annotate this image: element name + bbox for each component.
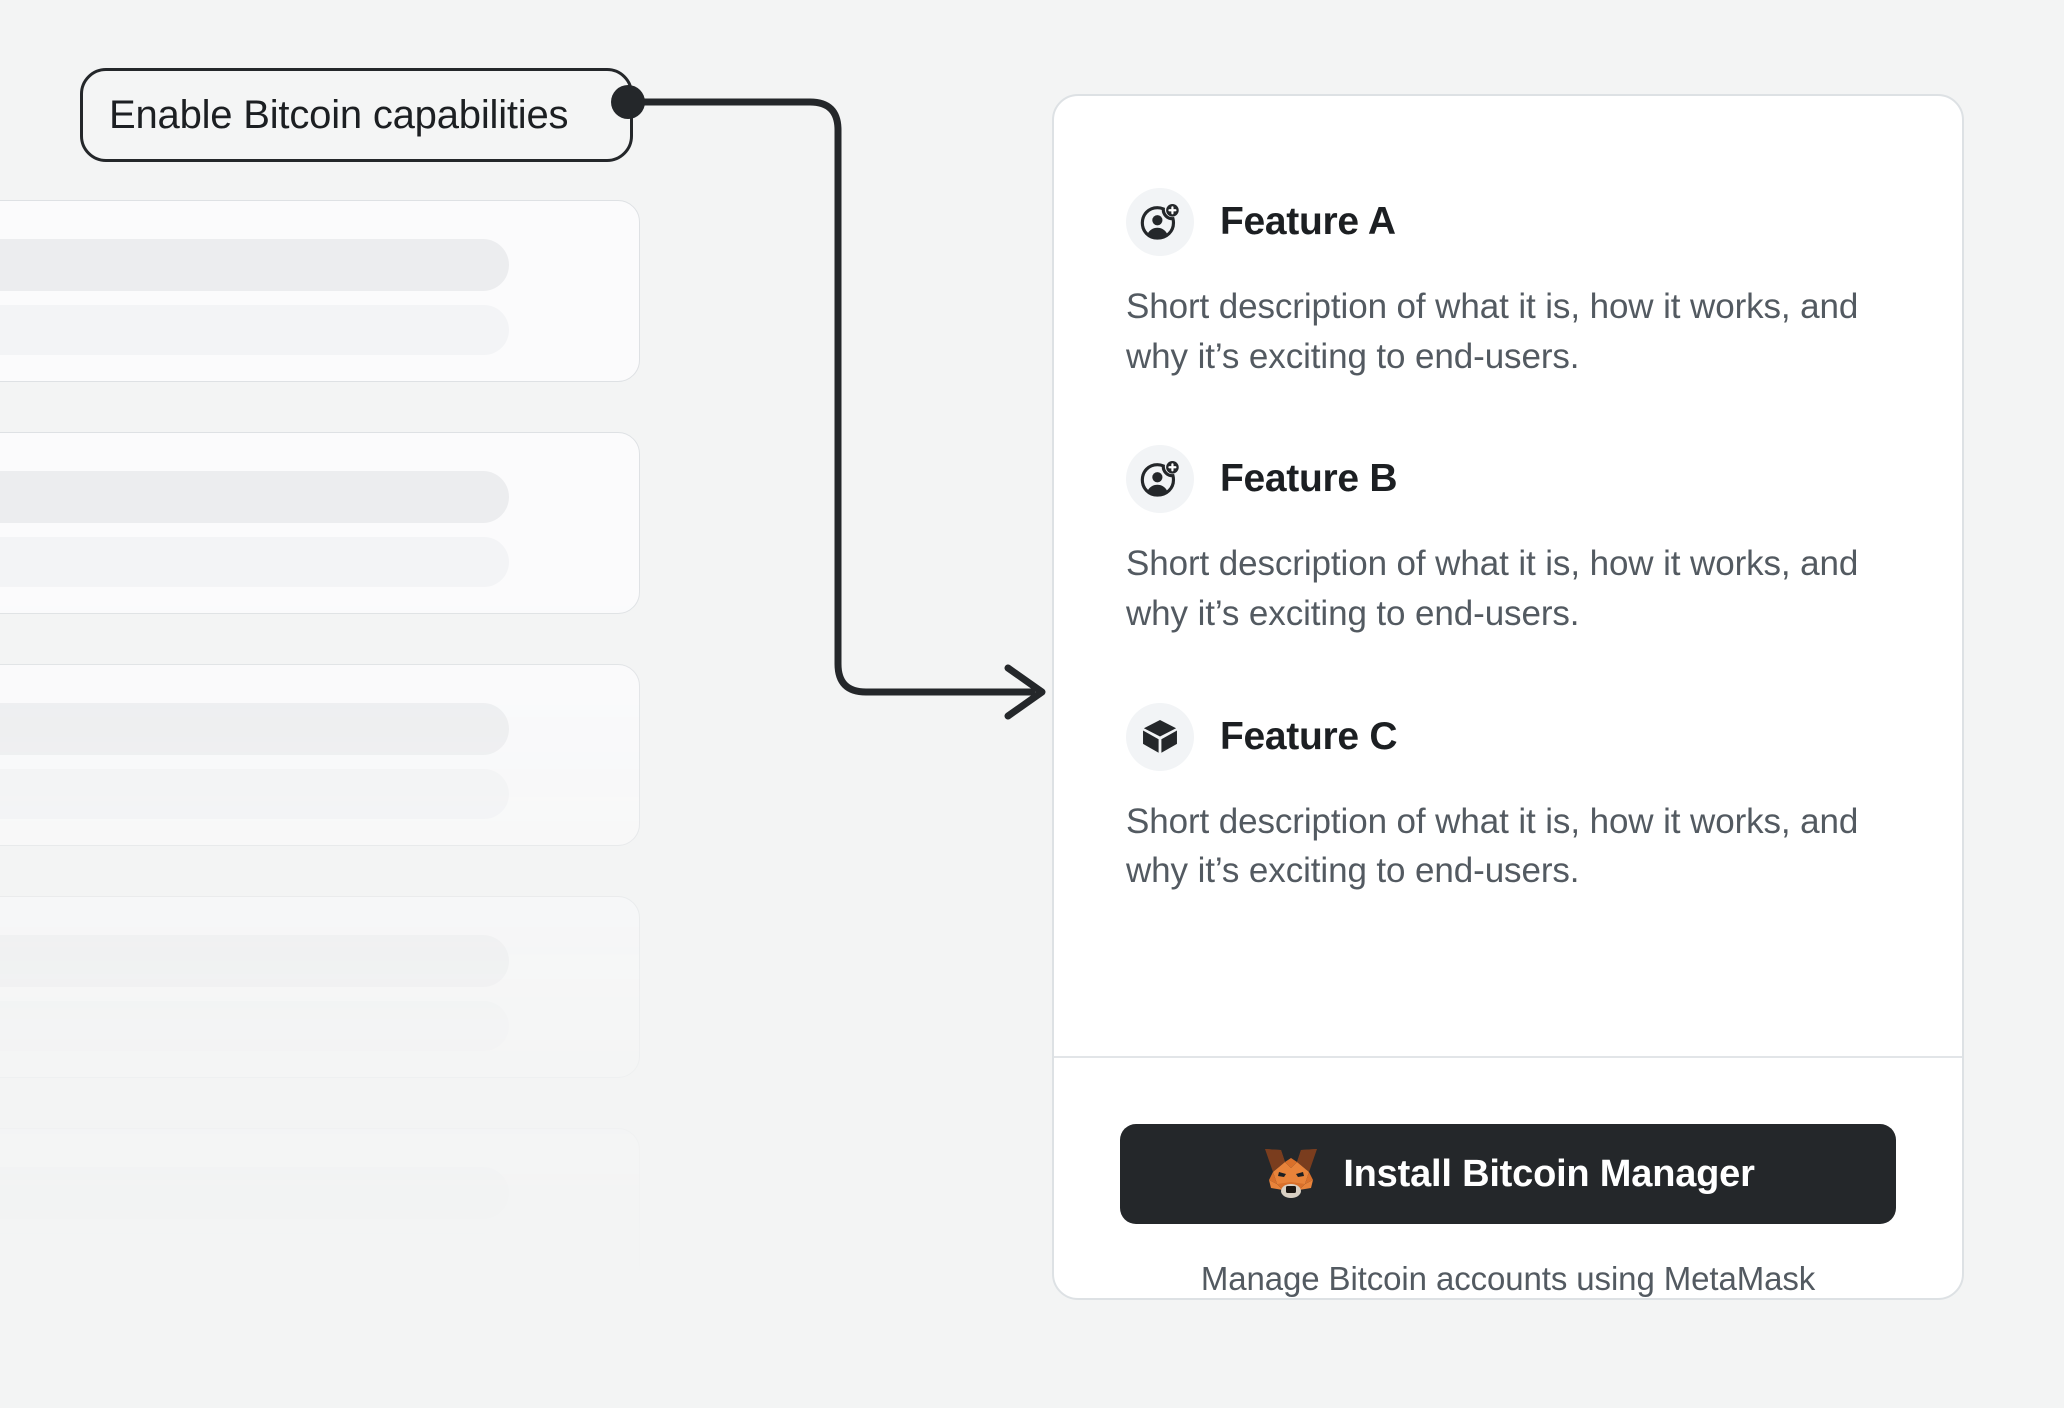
feature-title: Feature B — [1220, 457, 1398, 501]
skeleton-bar-primary — [0, 471, 509, 523]
skeleton-bar-primary — [0, 1167, 509, 1219]
feature-title: Feature A — [1220, 200, 1396, 243]
callout-pill: Enable Bitcoin capabilities — [80, 68, 633, 162]
feature-description: Short description of what it is, how it … — [1126, 287, 1859, 376]
feature-description: Short description of what it is, how it … — [1126, 544, 1859, 634]
connector-arrow — [611, 85, 1046, 720]
background-skeleton-list — [0, 0, 660, 1408]
add-user-icon — [1126, 188, 1194, 256]
card-divider — [1054, 1056, 1962, 1058]
skeleton-card — [0, 896, 640, 1078]
skeleton-card — [0, 1128, 640, 1310]
skeleton-bar-secondary — [0, 1233, 509, 1283]
feature-item: Feature A Short description of what it i… — [1126, 188, 1890, 381]
skeleton-bar-secondary — [0, 1001, 509, 1051]
skeleton-bar-primary — [0, 703, 509, 755]
install-button-label: Install Bitcoin Manager — [1343, 1152, 1755, 1195]
cube-icon — [1126, 702, 1194, 771]
feature-header: Feature A — [1126, 188, 1890, 256]
callout-pill-label: Enable Bitcoin capabilities — [109, 92, 569, 137]
skeleton-card — [0, 200, 640, 382]
skeleton-card — [0, 432, 640, 614]
skeleton-bar-secondary — [0, 769, 509, 819]
skeleton-bar-secondary — [0, 537, 509, 587]
feature-title: Feature C — [1220, 714, 1398, 758]
install-bitcoin-manager-button[interactable]: Install Bitcoin Manager — [1120, 1124, 1896, 1224]
connector-path — [624, 98, 1036, 696]
add-user-icon — [1126, 445, 1194, 514]
skeleton-bar-secondary — [0, 305, 509, 355]
feature-header: Feature B — [1126, 445, 1890, 514]
skeleton-bar-primary — [0, 935, 509, 987]
feature-item: Feature C Short description of what it i… — [1126, 702, 1890, 896]
install-subtitle: Manage Bitcoin accounts using MetaMask — [1200, 1260, 1816, 1297]
install-region: Install Bitcoin Manager Manage Bitcoin a… — [1054, 1058, 1962, 1298]
skeleton-card — [0, 664, 640, 846]
feature-card: Feature A Short description of what it i… — [1052, 94, 1964, 1300]
feature-header: Feature C — [1126, 702, 1890, 771]
connector-dot — [611, 85, 645, 119]
features-list: Feature A Short description of what it i… — [1054, 96, 1962, 998]
skeleton-bar-primary — [0, 239, 509, 291]
feature-item: Feature B Short description of what it i… — [1126, 445, 1890, 638]
arrow-right-icon — [1004, 664, 1046, 720]
metamask-fox-icon — [1261, 1146, 1321, 1202]
feature-description: Short description of what it is, how it … — [1126, 801, 1859, 891]
